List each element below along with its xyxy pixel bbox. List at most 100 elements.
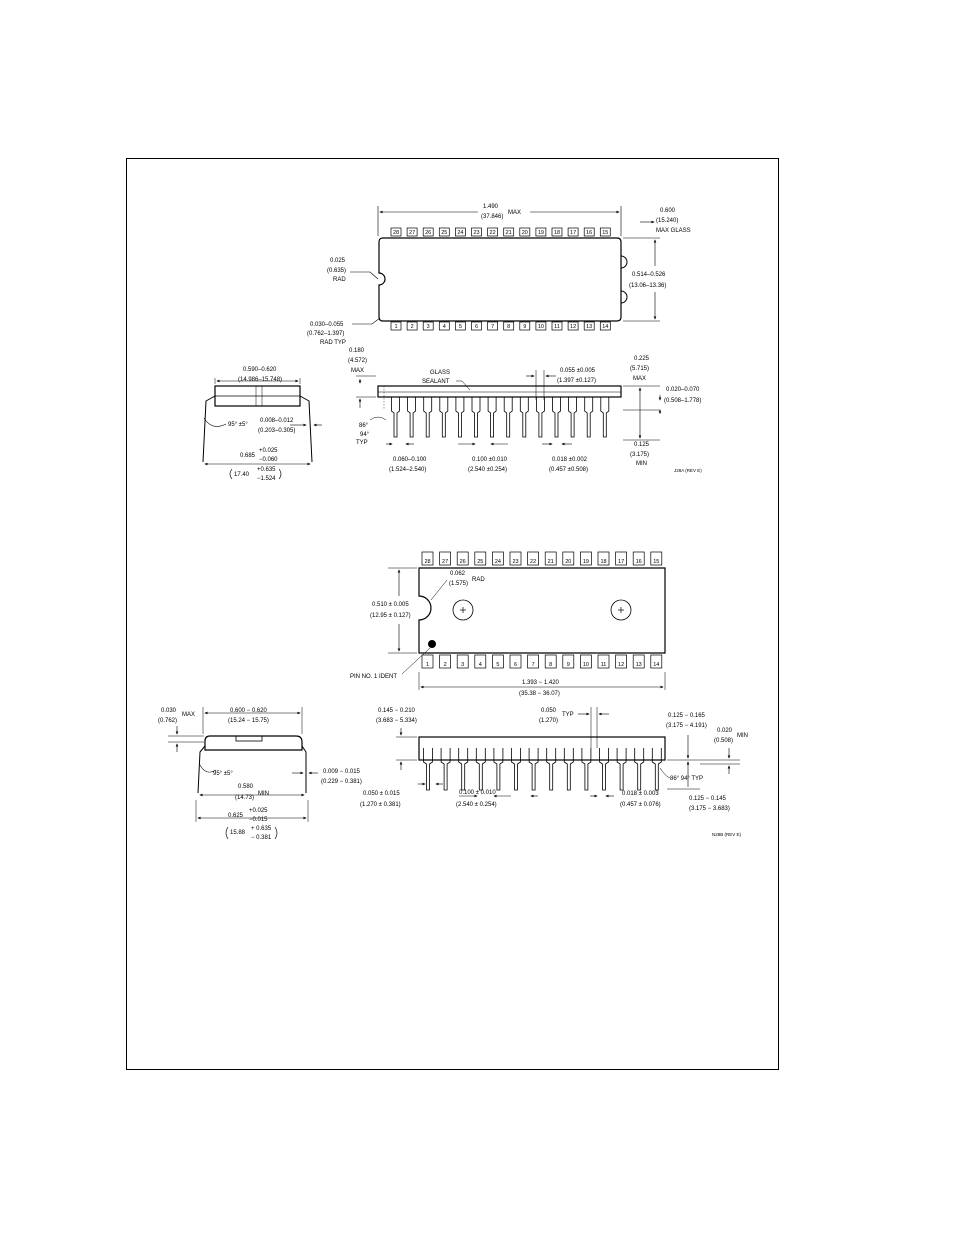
pdip-pin-label: 24 [495,559,501,565]
pdip-pin-box [650,654,663,669]
cerdip-lead [552,397,561,438]
pdip-lead [616,748,627,791]
pdip-end-lead-in: 0.009 − 0.015 [323,769,361,775]
cerdip-end-span-mm-plus: +0.635 [257,467,276,473]
cerdip-pin-box [535,227,547,237]
pdip-end-span-mm-plus: + 0.635 [251,826,272,832]
cerdip-pin-box [406,227,418,237]
cerdip-side-view: 0.180 (4.572) MAX GLASS SEALANT 0.055 ±0… [348,348,702,473]
cerdip-pin-label: 14 [602,324,608,330]
cerdip-length-in: 1.490 [483,204,499,210]
pdip-pin-label: 28 [424,559,430,565]
cerdip-angle-suffix: TYP [356,440,368,446]
pdip-pin-label: 14 [653,662,659,668]
cerdip-end-span-in: 0.685 [240,453,256,459]
cerdip-end-in: 0.060–0.100 [393,457,427,463]
pdip-pin-box [509,551,522,566]
cerdip-angle-2: 94° [360,432,370,438]
pdip-pin-box [562,551,575,566]
cerdip-pin-label: 2 [411,324,414,330]
cerdip-seat-in: 0.225 [634,356,650,362]
cerdip-pin-box [390,321,402,331]
pdip-lead [458,748,469,791]
cerdip-pin-label: 10 [538,324,544,330]
cerdip-shoulder-mm: (1.397 ±0.127) [557,378,596,384]
cerdip-lead [536,397,545,438]
pdip-end-top-mm: (0.762) [158,718,177,724]
pdip-end-top-suffix: MAX [182,712,195,718]
pdip-pin-box [421,654,434,669]
cerdip-end-span-mm: 17.40 [234,472,250,478]
pdip-end-span-minus: −0.015 [249,817,268,823]
cerdip-end-span-plus: +0.025 [259,448,278,454]
cerdip-pitch-mm: (2.540 ±0.254) [468,467,507,473]
pdip-standoff-in: 0.020 [717,728,733,734]
cerdip-lead-mm: (0.457 ±0.508) [549,467,588,473]
cerdip-pin-label: 28 [393,230,399,236]
pdip-end-span-mm: 15.88 [230,830,246,836]
pdip-end-min-in: 0.580 [238,784,254,790]
pdip-pin-box [597,551,610,566]
cerdip-pin-label: 12 [570,324,576,330]
cerdip-pin-label: 3 [427,324,430,330]
cerdip-pin-label: 16 [586,230,592,236]
cerdip-pin-box [519,227,531,237]
pdip-pin-label: 8 [549,662,552,668]
pdip-pin-label: 17 [618,559,624,565]
cerdip-pin-label: 6 [475,324,478,330]
cerdip-notch-in: 0.025 [330,258,346,264]
cerdip-pin-label: 11 [554,324,560,330]
pdip-drawing-ref: N28B (REV E) [712,832,742,837]
pdip-angle: 86° 94° TYP [670,776,703,782]
cerdip-lead-len-suffix: MIN [636,461,647,467]
cerdip-pin-box [487,227,498,237]
pdip-pin-label: 21 [548,559,554,565]
pdip-lead [651,748,662,791]
cerdip-seat-suffix: MAX [633,376,646,382]
cerdip-pin-box [583,227,595,237]
cerdip-pin-box [551,227,563,237]
pdip-pin-label: 19 [583,559,589,565]
cerdip-corner-in: 0.030–0.055 [310,322,344,328]
pdip-typ-in: 0.050 [541,708,557,714]
pdip-side-height-in: 0.145 − 0.210 [378,708,416,714]
cerdip-pin-box [455,321,466,331]
pdip-pin-label: 26 [460,559,466,565]
pdip-seat-mm: (3.175 − 4.191) [666,723,707,729]
cerdip-pin-label: 27 [409,230,415,236]
cerdip-end-angle: 95° ±5° [228,422,248,428]
pdip-pin-label: 2 [444,662,447,668]
cerdip-end-width-in: 0.590–0.620 [243,367,277,373]
pdip-pin-label: 7 [532,662,535,668]
pdip-lead-in: 0.018 ± 0.003 [622,791,659,797]
cerdip-pin-box [438,321,450,331]
cerdip-pin-label: 24 [457,230,463,236]
cerdip-pin-box [519,321,531,331]
cerdip-side-height-in: 0.180 [349,348,365,354]
cerdip-pin-label: 19 [538,230,544,236]
cerdip-length-suffix: MAX [508,210,521,216]
cerdip-pin-label: 15 [602,230,608,236]
pdip-pin-box [562,654,575,669]
pdip-lead [440,748,451,791]
pdip-width-mm: (12.95 ± 0.127) [370,613,411,619]
pdip-pin-box [527,654,539,669]
cerdip-standoff-in: 0.020–0.070 [666,387,700,393]
pdip-pitch-mm: (2.540 ± 0.254) [456,802,497,808]
cerdip-glass-suffix: MAX GLASS [656,228,691,234]
cerdip-pin-label: 26 [425,230,431,236]
cerdip-width-in: 0.514–0.526 [632,272,666,278]
pdip-pin-box [527,551,539,566]
pdip-pin-box [597,654,610,669]
pdip-pin-box [632,654,645,669]
cerdip-glass-label-1: GLASS [430,370,450,376]
cerdip-pin-box [455,227,466,237]
cerdip-pin-box [583,321,595,331]
pdip-pin-label: 6 [514,662,517,668]
cerdip-glass-label-2: SEALANT [422,379,450,385]
cerdip-end-lead-mm: (0.203–0.305) [258,428,295,434]
pdip-pin-box [474,551,487,566]
